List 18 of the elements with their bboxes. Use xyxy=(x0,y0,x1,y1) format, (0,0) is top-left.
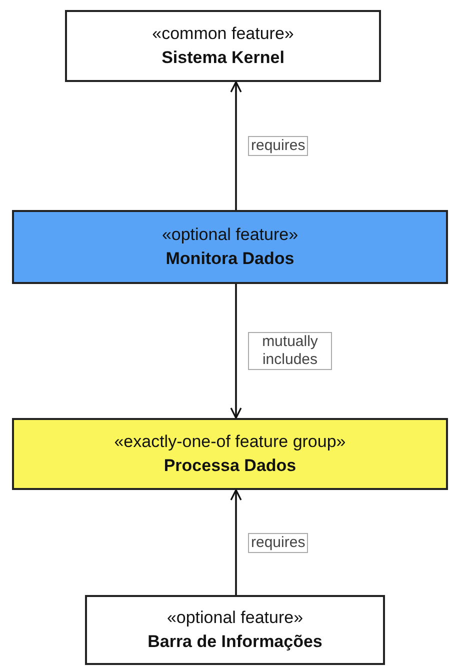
arrow xyxy=(230,489,242,595)
stereotype-label: «optional feature» xyxy=(162,224,298,246)
feature-name: Processa Dados xyxy=(164,455,296,477)
feature-name: Monitora Dados xyxy=(166,248,294,270)
feature-name: Sistema Kernel xyxy=(162,47,284,69)
stereotype-label: «optional feature» xyxy=(166,607,304,630)
feature-name: Barra de Informações xyxy=(148,631,322,653)
arrow xyxy=(230,284,242,419)
edge-label: requires xyxy=(248,532,308,552)
stereotype-label: «exactly-one-of feature group» xyxy=(114,431,346,454)
edge-label: requires xyxy=(248,136,308,156)
arrow xyxy=(230,81,242,210)
feature-box xyxy=(12,210,448,284)
feature-box xyxy=(85,595,385,665)
feature-box xyxy=(12,418,448,490)
feature-box xyxy=(65,10,381,82)
edge-label: mutually includes xyxy=(248,332,332,370)
stereotype-label: «common feature» xyxy=(152,23,294,46)
